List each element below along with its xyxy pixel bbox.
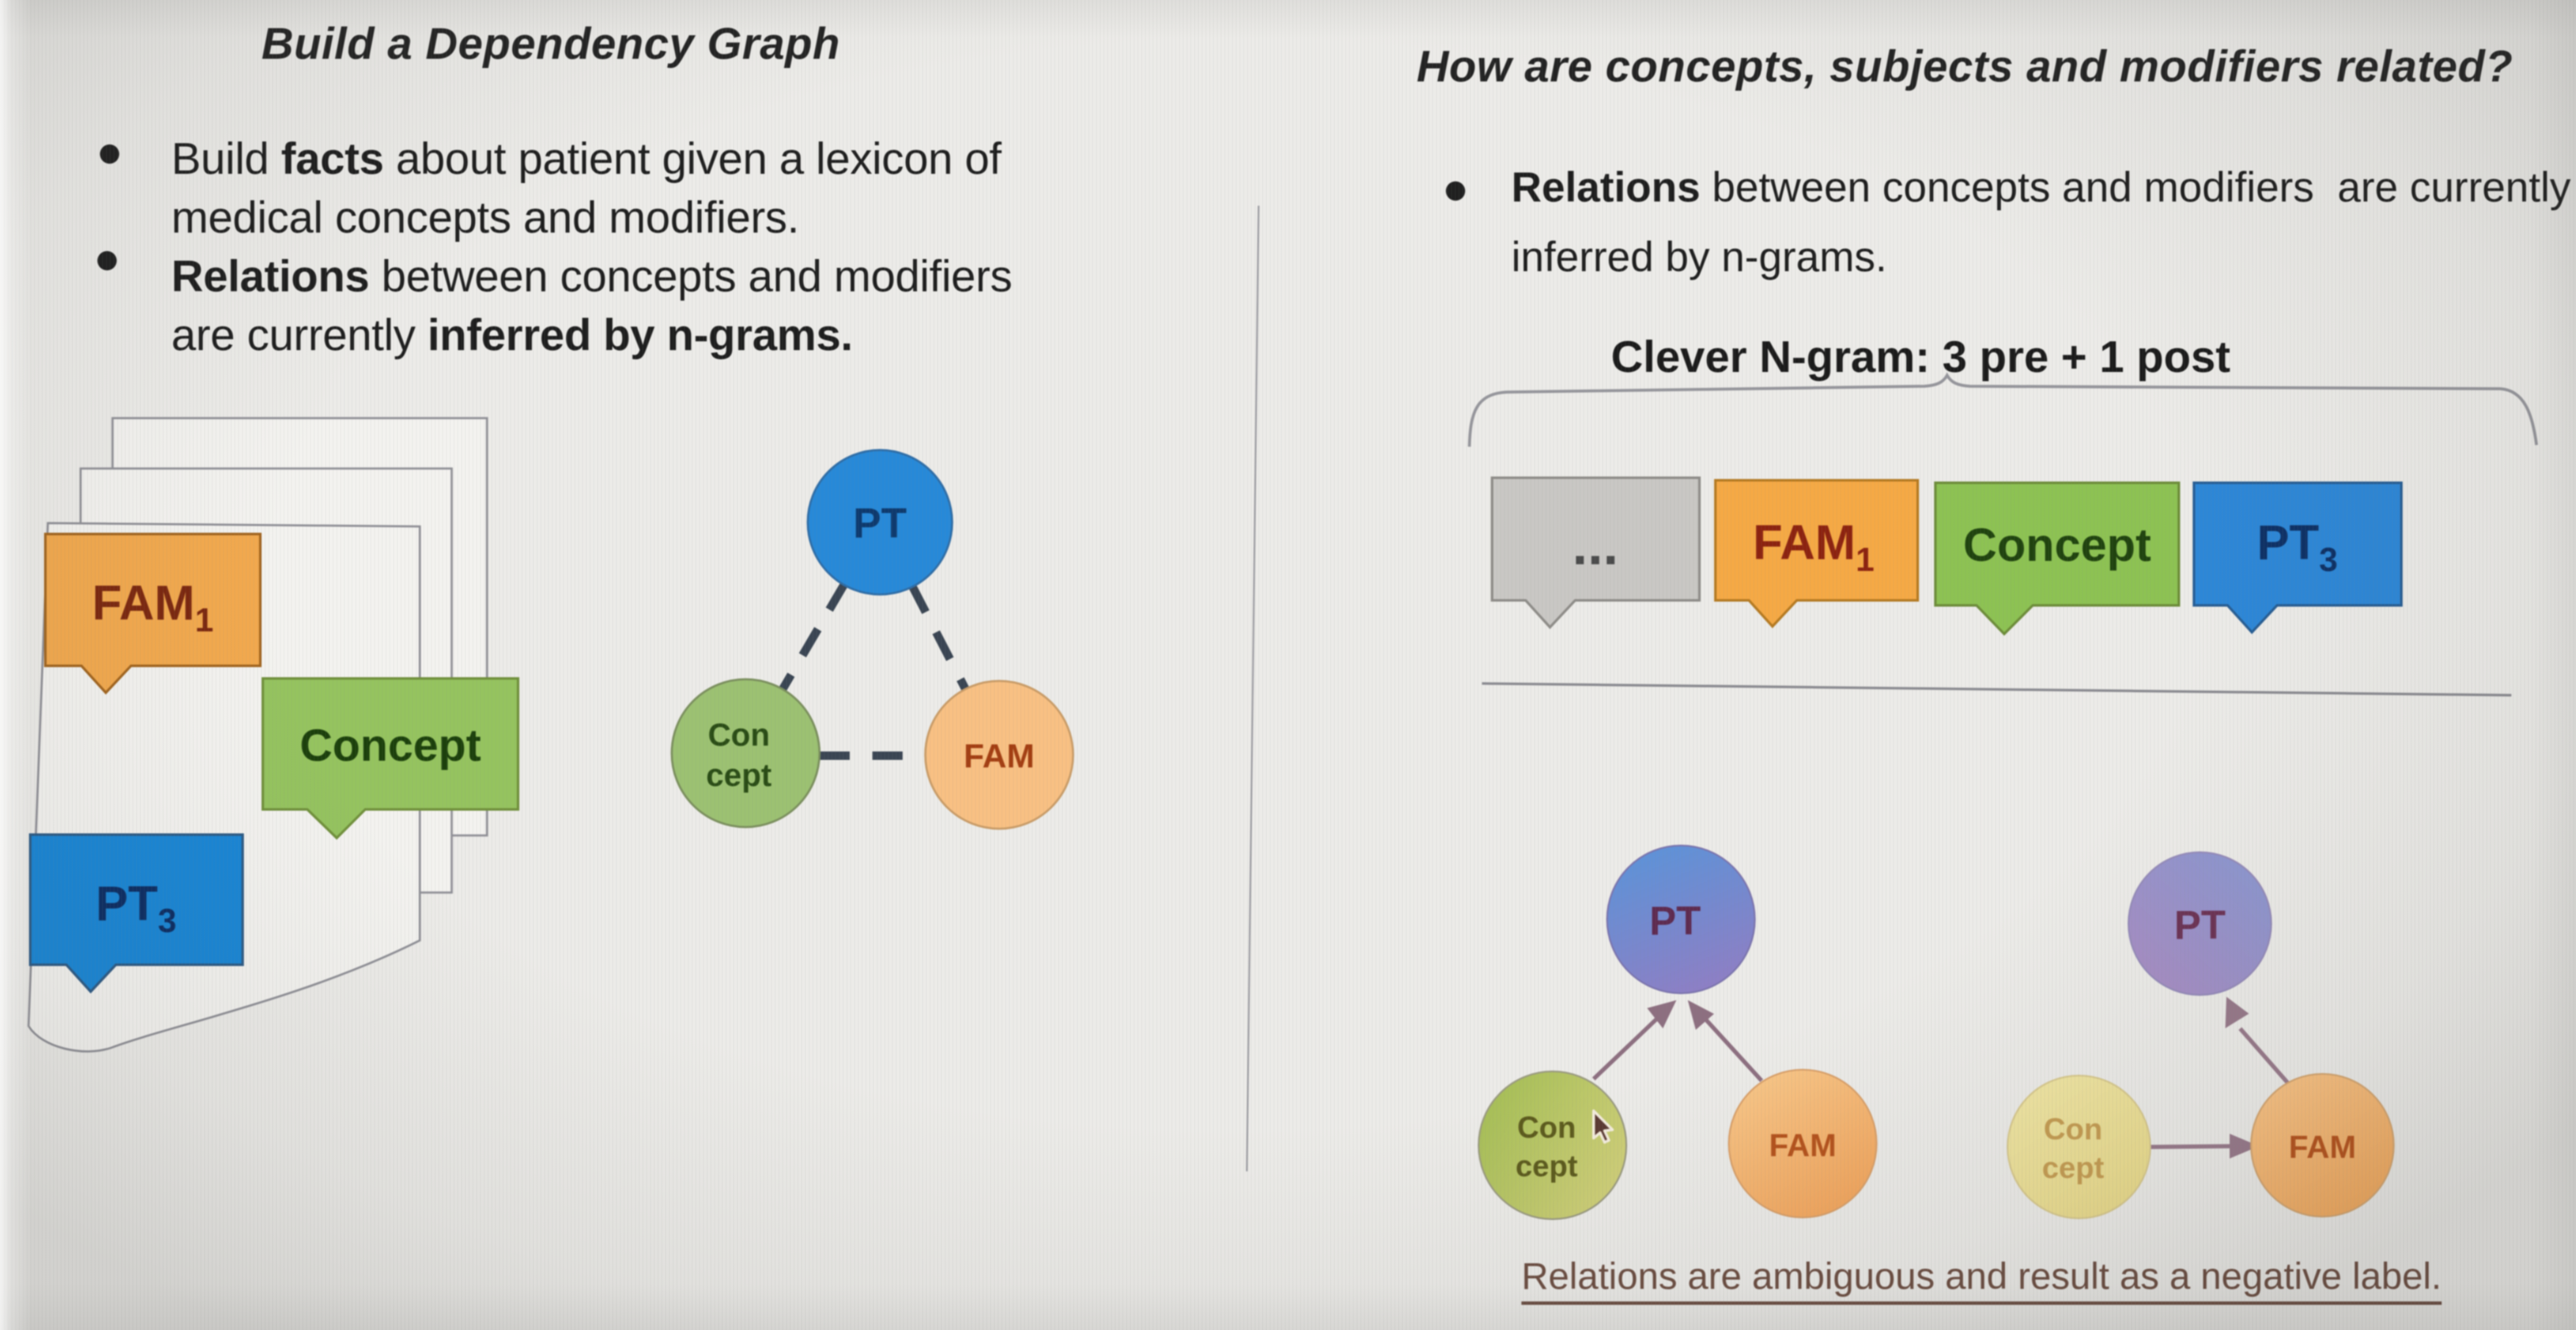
right-slide-title: How are concepts, subjects and modifiers…	[1416, 42, 2513, 92]
node-concept: Con cept	[1478, 1071, 1627, 1220]
arrow-concept-to-pt	[1592, 1011, 1665, 1081]
token-pt3: PT3	[2192, 481, 2403, 635]
node-concept-label: Con	[708, 718, 770, 753]
node-concept: Con cept	[670, 678, 821, 829]
node-fam-label: FAM	[2289, 1130, 2356, 1165]
arrow-concept-to-fam	[2149, 1144, 2240, 1149]
node-pt: PT	[1606, 845, 1756, 994]
node-pt-label: PT	[853, 500, 907, 547]
token-ellipsis: ...	[1490, 476, 1701, 630]
bullet-dot	[1446, 181, 1465, 201]
dependency-graph-dashed: PT Con cept FAM	[670, 448, 1075, 830]
relation-graphs: PT Con cept FAM	[1478, 845, 2395, 1220]
node-pt-label: PT	[2174, 903, 2225, 948]
node-fam: FAM	[2250, 1073, 2395, 1217]
node-fam-label: FAM	[1769, 1128, 1836, 1164]
slide-divider-line	[1246, 205, 1259, 1172]
node-fam: FAM	[1728, 1069, 1877, 1218]
edge-pt-fam	[908, 583, 970, 692]
left-slide-title: Build a Dependency Graph	[261, 19, 840, 69]
section-divider-line	[1481, 682, 2512, 697]
node-concept-label: Con	[2044, 1112, 2102, 1146]
bullet-dot	[97, 251, 117, 270]
svg-text:cept: cept	[1516, 1149, 1578, 1183]
bullet-dot	[100, 144, 119, 164]
edge-pt-concept	[778, 581, 849, 692]
token-concept-label: Concept	[1963, 518, 2151, 571]
curly-brace	[1468, 372, 2538, 448]
token-fam1: FAM1	[1714, 479, 1919, 629]
graph-ambiguous: PT Con cept FAM	[1478, 845, 1877, 1220]
right-slide-bullet: Relations between concepts and modifiers…	[1511, 164, 2571, 280]
arrow-fam-to-pt	[1699, 1012, 1763, 1082]
node-pt: PT	[806, 448, 954, 596]
node-pt: PT	[2128, 851, 2272, 996]
token-ellipsis-label: ...	[1572, 514, 1618, 576]
ngram-token-row: ... FAM1 Concept PT3	[1490, 476, 2403, 636]
node-pt-label: PT	[1649, 899, 1700, 944]
bottom-caption: Relations are ambiguous and result as a …	[1427, 1256, 2536, 1305]
document-stack-diagram: FAM1 Concept PT3	[27, 416, 520, 1053]
graph-chained: PT Con cept FAM	[2007, 851, 2395, 1219]
svg-text:cept: cept	[706, 758, 772, 793]
node-fam-label: FAM	[964, 738, 1034, 775]
tag-concept-label: Concept	[300, 720, 481, 771]
arrow-fam-to-pt	[2238, 1027, 2290, 1085]
node-concept: Con cept	[2007, 1075, 2151, 1219]
node-fam: FAM	[924, 679, 1075, 830]
svg-text:cept: cept	[2042, 1150, 2104, 1185]
node-concept-label: Con	[1517, 1110, 1576, 1144]
left-slide-bullet-list: Build facts about patient given a lexico…	[171, 134, 1013, 360]
token-concept: Concept	[1934, 481, 2181, 636]
